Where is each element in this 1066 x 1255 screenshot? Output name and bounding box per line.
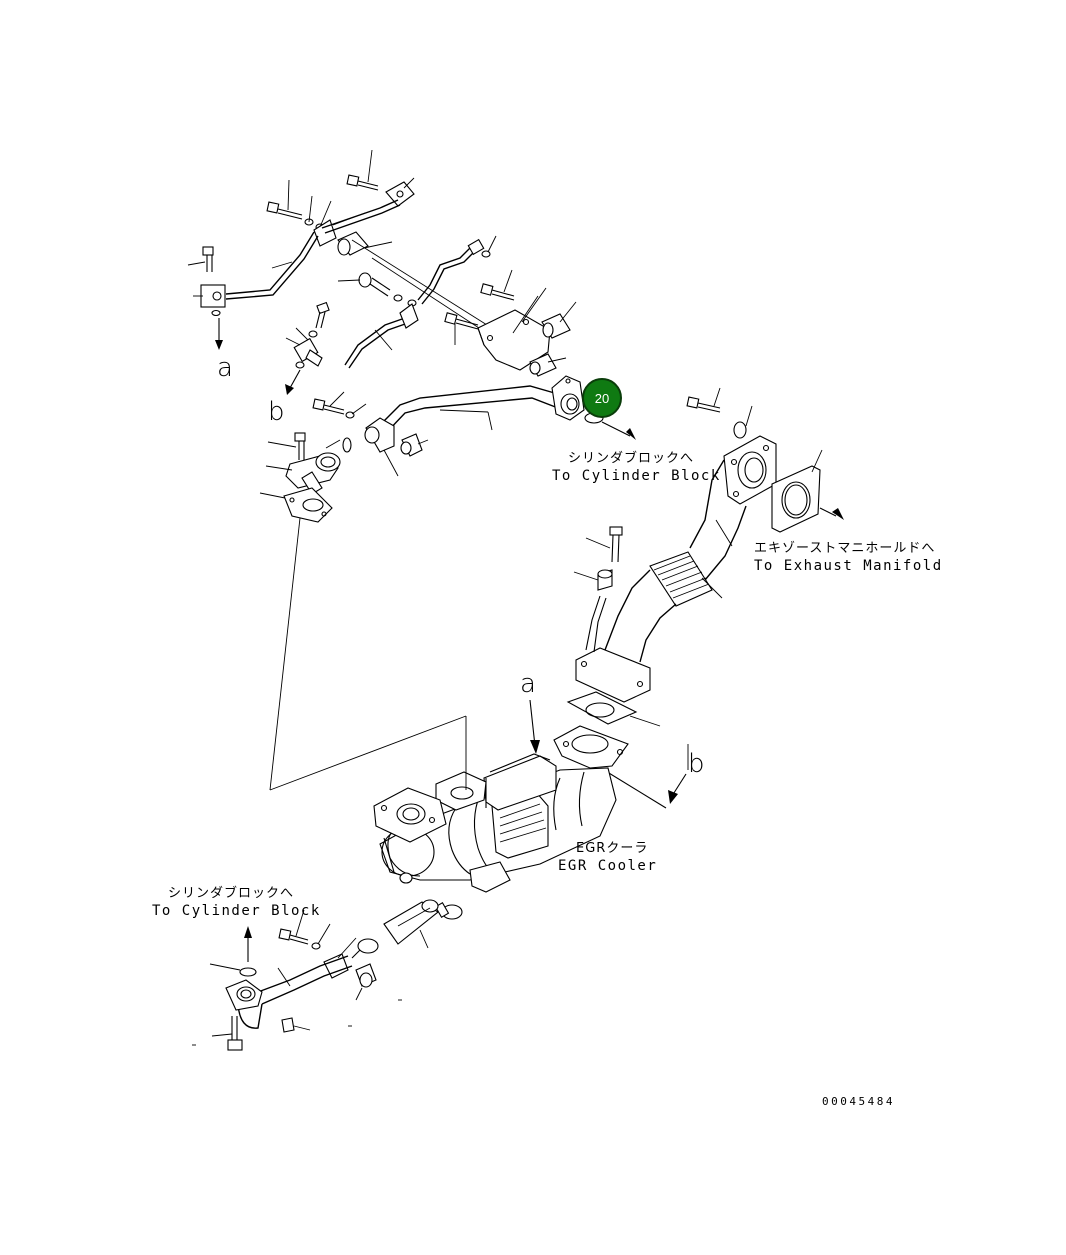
label-egr-cooler: EGRクーラ EGR Cooler — [558, 841, 657, 874]
callout-badge-20[interactable]: 20 — [582, 378, 622, 418]
callout-number: 20 — [595, 391, 609, 406]
label-en: To Exhaust Manifold — [754, 558, 943, 574]
drawing-code: 00045484 — [822, 1095, 895, 1108]
bracket-plate — [477, 287, 551, 371]
label-en: To Cylinder Block — [552, 468, 721, 484]
ref-letter-a-mid: a — [520, 669, 536, 699]
label-to-cylinder-block-bottom: シリンダブロックへ To Cylinder Block — [152, 885, 321, 919]
ref-letter-a-top: a — [217, 353, 233, 383]
label-jp: EGRクーラ — [576, 841, 648, 856]
ref-letter-b-mid: b — [688, 749, 705, 779]
label-to-exhaust-manifold: エキゾーストマニホールドへ To Exhaust Manifold — [754, 541, 943, 574]
ref-letter-b-top: b — [268, 397, 285, 427]
bolt-part — [266, 179, 303, 220]
label-jp: シリンダブロックへ — [568, 450, 694, 466]
lower-hose-assembly — [192, 899, 463, 1051]
egr-water-pipe — [259, 375, 636, 523]
spacer-part — [337, 231, 393, 256]
upper-tube-assembly: a — [187, 149, 577, 427]
label-to-cylinder-block-top: シリンダブロックへ To Cylinder Block — [552, 450, 721, 484]
callout-circle[interactable] — [582, 378, 622, 418]
spacer-part — [337, 272, 391, 297]
label-en: EGR Cooler — [558, 858, 657, 874]
elbow-fitting — [259, 432, 341, 523]
egr-cooler: a b — [269, 517, 705, 893]
bellows — [649, 551, 723, 607]
bolt-part — [346, 149, 379, 191]
label-jp: シリンダブロックへ — [168, 885, 294, 901]
gasket-mid — [553, 691, 661, 769]
label-jp: エキゾーストマニホールドへ — [754, 541, 935, 556]
egr-exhaust-pipe — [573, 387, 844, 703]
label-en: To Cylinder Block — [152, 903, 321, 919]
